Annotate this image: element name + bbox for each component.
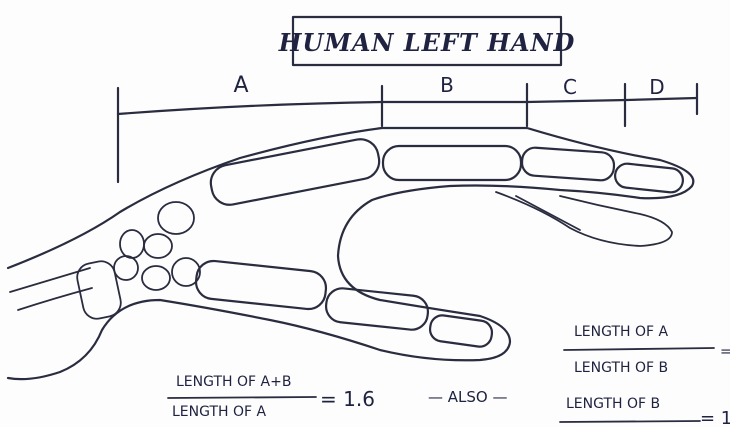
carpal-bone-3 xyxy=(144,234,172,258)
ratio3-value: = 1 xyxy=(700,408,730,427)
index-distal-phalanx xyxy=(614,163,684,194)
carpal-bone-6 xyxy=(158,202,194,234)
segment-label-c: C xyxy=(563,75,577,99)
ratio1-numerator: LENGTH OF A+B xyxy=(176,374,291,390)
ratio1-value: = 1.6 xyxy=(320,387,375,411)
segment-label-b: B xyxy=(440,73,454,97)
formula-ratio-2: LENGTH OF A LENGTH OF B = xyxy=(564,324,730,376)
carpal-bone-2 xyxy=(114,256,138,280)
hand-outline xyxy=(8,128,693,379)
ratio2-value: = xyxy=(720,344,730,360)
segment-label-d: D xyxy=(649,75,664,99)
also-label: — ALSO — xyxy=(428,388,507,406)
ratio1-denominator: LENGTH OF A xyxy=(172,404,267,420)
carpal-bone-4 xyxy=(142,266,170,290)
carpal-bone-1 xyxy=(120,230,144,258)
segment-label-a: A xyxy=(233,73,248,98)
index-middle-phalanx xyxy=(521,147,615,181)
middle-finger-joint xyxy=(516,196,580,230)
ratio1-fraction-bar xyxy=(168,397,316,398)
thumb-proximal-phalanx xyxy=(325,287,430,331)
ratio3-numerator: LENGTH OF B xyxy=(566,396,660,412)
thumb-distal-phalanx xyxy=(428,314,493,348)
index-metacarpal xyxy=(208,136,383,208)
ratio3-fraction-bar xyxy=(560,421,700,422)
ratio2-numerator: LENGTH OF A xyxy=(574,324,669,340)
middle-finger-bones xyxy=(496,192,672,246)
thumb-metacarpal xyxy=(194,259,327,310)
ratio2-denominator: LENGTH OF B xyxy=(574,360,668,376)
thumb-bones xyxy=(194,259,493,348)
title-box: HUMAN LEFT HAND xyxy=(278,17,576,65)
hand-contour xyxy=(8,128,693,379)
formula-ratio-3: LENGTH OF B = 1 xyxy=(560,396,730,427)
title-label: HUMAN LEFT HAND xyxy=(278,28,576,57)
index-proximal-phalanx xyxy=(383,146,521,180)
ratio2-fraction-bar xyxy=(564,348,714,350)
ruler-line xyxy=(118,98,697,114)
formula-ratio-1: LENGTH OF A+B LENGTH OF A = 1.6 xyxy=(168,374,375,420)
